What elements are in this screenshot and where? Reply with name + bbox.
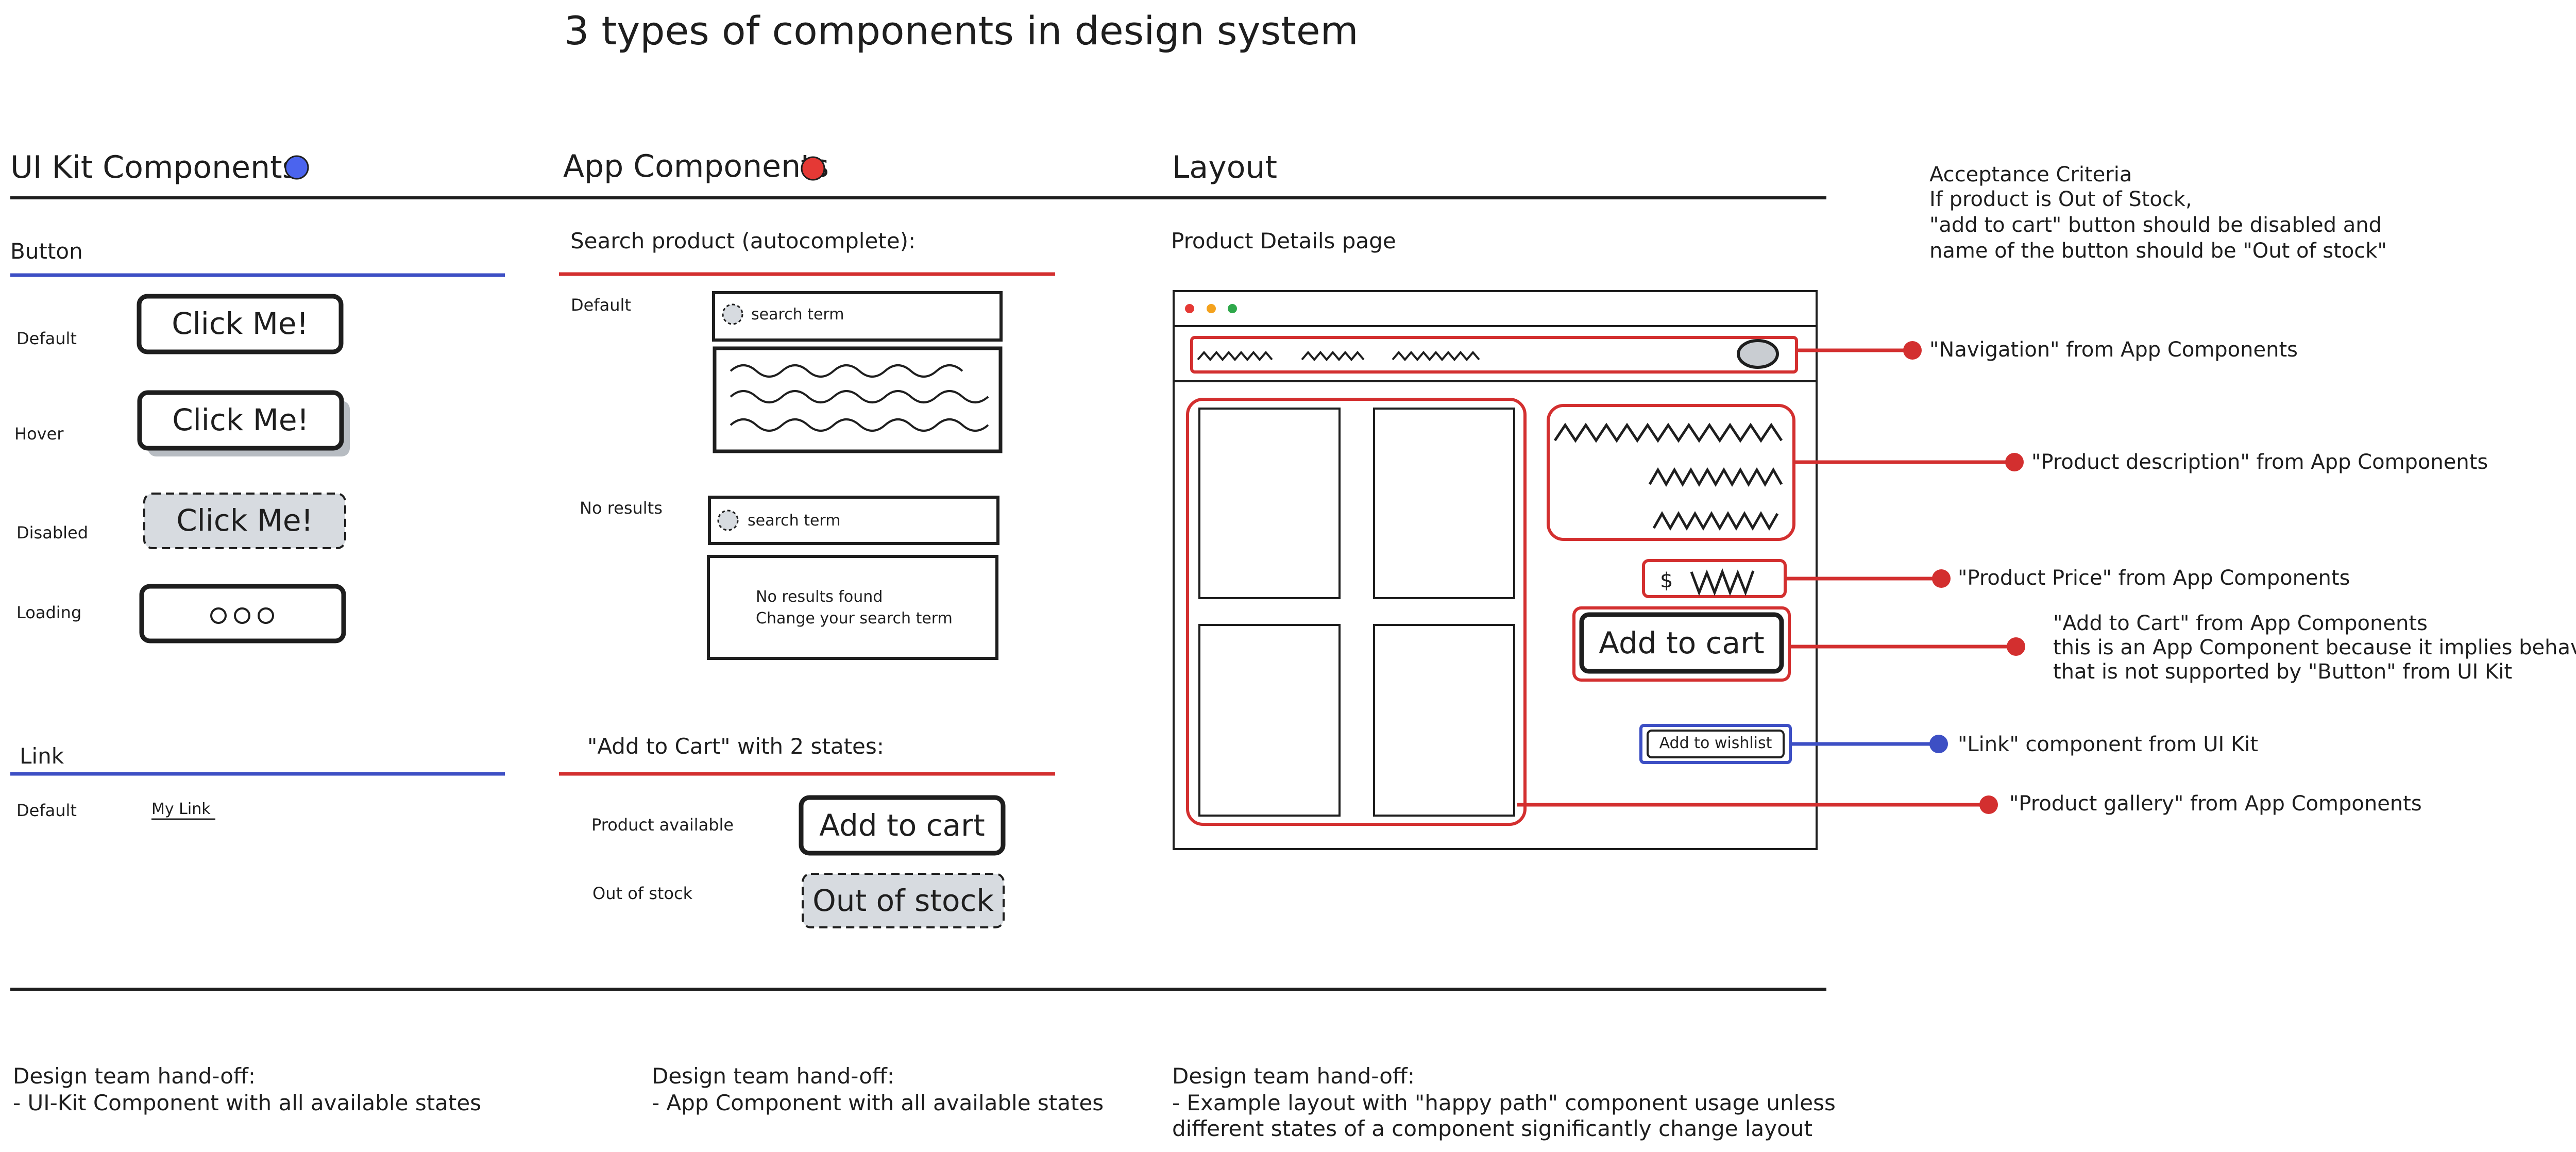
price-symbol: $ (1660, 569, 1673, 592)
search-input-default[interactable] (712, 291, 1003, 342)
nav-scribble[interactable] (1301, 350, 1365, 362)
layout-add-to-cart-button[interactable] (1579, 612, 1784, 674)
search-section-title: Search product (autocomplete): (570, 228, 916, 253)
window-maximize-icon (1228, 304, 1237, 313)
layout-wishlist-label: Add to wishlist (1659, 734, 1772, 752)
autocomplete-dropdown (713, 346, 1003, 453)
price-scribble (1690, 568, 1755, 597)
out-of-stock-label: Out of stock (812, 883, 994, 918)
handoff-text: - Example layout with "happy path" compo… (1172, 1090, 1836, 1115)
suggestion-scribble[interactable] (730, 390, 989, 403)
search-icon (722, 303, 743, 325)
description-scribble (1652, 511, 1779, 531)
handoff-text: different states of a component signific… (1172, 1116, 1812, 1141)
gallery-image[interactable] (1198, 408, 1341, 599)
button-default-label: Click Me! (172, 306, 309, 341)
button-loading (139, 584, 346, 643)
layout-page-label: Product Details page (1171, 228, 1396, 253)
annotation-add-to-cart: "Add to Cart" from App Components (2053, 612, 2428, 635)
link-default[interactable]: My Link (151, 800, 211, 818)
add-to-cart-label: Add to cart (819, 808, 985, 843)
layout-add-to-cart-frame (1572, 606, 1791, 682)
add-to-cart-button[interactable] (799, 795, 1006, 856)
search-input-no-results[interactable] (708, 496, 999, 545)
add-to-cart-section-title: "Add to Cart" with 2 states: (587, 734, 884, 759)
connector-dot-icon (1929, 735, 1948, 753)
annotation-link: "Link" component from UI Kit (1958, 733, 2258, 756)
acceptance-criteria: If product is Out of Stock, (1929, 188, 2192, 211)
suggestion-scribble[interactable] (730, 418, 989, 432)
link-state-label: Default (16, 801, 77, 820)
button-state-label: Disabled (16, 523, 88, 543)
gallery-image[interactable] (1198, 624, 1341, 817)
handoff-title: Design team hand-off: (652, 1063, 894, 1089)
annotation-product-description: "Product description" from App Component… (2031, 450, 2488, 474)
layout-product-description (1547, 404, 1795, 541)
loading-dot-icon (210, 607, 227, 624)
ui-kit-dot-icon (284, 155, 309, 180)
suggestion-scribble[interactable] (730, 364, 963, 378)
button-state-label: Default (16, 329, 77, 348)
no-results-hint: Change your search term (756, 609, 953, 628)
no-results-text: No results found (756, 588, 883, 606)
layout-heading: Layout (1172, 149, 1277, 185)
button-disabled-label: Click Me! (176, 503, 313, 538)
button-hover-label: Click Me! (172, 402, 309, 437)
nav-scribble[interactable] (1197, 350, 1273, 362)
annotation-product-price: "Product Price" from App Components (1958, 566, 2350, 590)
gallery-image[interactable] (1373, 624, 1515, 817)
add-to-cart-state-label: Out of stock (592, 884, 693, 903)
connector-dot-icon (2007, 637, 2025, 656)
search-state-label: Default (571, 295, 631, 315)
link-section-title: Link (20, 743, 64, 769)
gallery-image[interactable] (1373, 408, 1515, 599)
button-state-label: Hover (14, 424, 64, 444)
handoff-text: - App Component with all available state… (652, 1090, 1104, 1115)
search-placeholder: search term (751, 306, 844, 324)
connector-dot-icon (1979, 795, 1998, 814)
acceptance-criteria: "add to cart" button should be disabled … (1929, 213, 2382, 237)
window-minimize-icon (1207, 304, 1216, 313)
search-icon (717, 510, 739, 531)
annotation-add-to-cart: this is an App Component because it impl… (2053, 636, 2576, 659)
window-close-icon (1185, 304, 1194, 313)
search-state-label: No results (580, 498, 663, 518)
layout-add-to-cart-label: Add to cart (1599, 625, 1764, 660)
annotation-add-to-cart: that is not supported by "Button" from U… (2053, 660, 2512, 684)
annotation-product-gallery: "Product gallery" from App Components (2009, 792, 2422, 816)
acceptance-criteria: Acceptance Criteria (1929, 163, 2132, 187)
handoff-title: Design team hand-off: (13, 1063, 256, 1089)
loading-dot-icon (234, 607, 250, 624)
search-placeholder: search term (748, 512, 840, 530)
connector-dot-icon (2005, 453, 2024, 471)
button-section-title: Button (10, 239, 83, 264)
add-to-cart-state-label: Product available (591, 815, 734, 835)
handoff-title: Design team hand-off: (1172, 1063, 1415, 1089)
page-title: 3 types of components in design system (564, 8, 1359, 54)
button-disabled (143, 493, 346, 549)
layout-product-gallery (1186, 398, 1527, 826)
loading-dot-icon (258, 607, 274, 624)
out-of-stock-button (802, 873, 1005, 928)
ui-kit-heading: UI Kit Components (10, 149, 298, 185)
handoff-text: - UI-Kit Component with all available st… (13, 1090, 481, 1115)
no-results-panel (707, 555, 998, 660)
browser-window (1173, 290, 1818, 850)
button-state-label: Loading (16, 603, 81, 622)
button-default[interactable] (137, 294, 344, 354)
app-heading: App Components (563, 148, 829, 184)
connector-dot-icon (1932, 569, 1951, 588)
annotation-navigation: "Navigation" from App Components (1929, 338, 2298, 362)
layout-navigation[interactable] (1190, 336, 1798, 374)
description-scribble (1648, 467, 1783, 487)
button-hover[interactable] (137, 390, 344, 451)
app-dot-icon (801, 156, 825, 181)
acceptance-criteria: name of the button should be "Out of sto… (1929, 239, 2387, 263)
layout-wishlist-link[interactable] (1647, 730, 1785, 758)
connector-dot-icon (1903, 341, 1922, 360)
description-scribble (1553, 422, 1783, 443)
nav-scribble[interactable] (1392, 350, 1480, 362)
avatar[interactable] (1737, 339, 1779, 369)
